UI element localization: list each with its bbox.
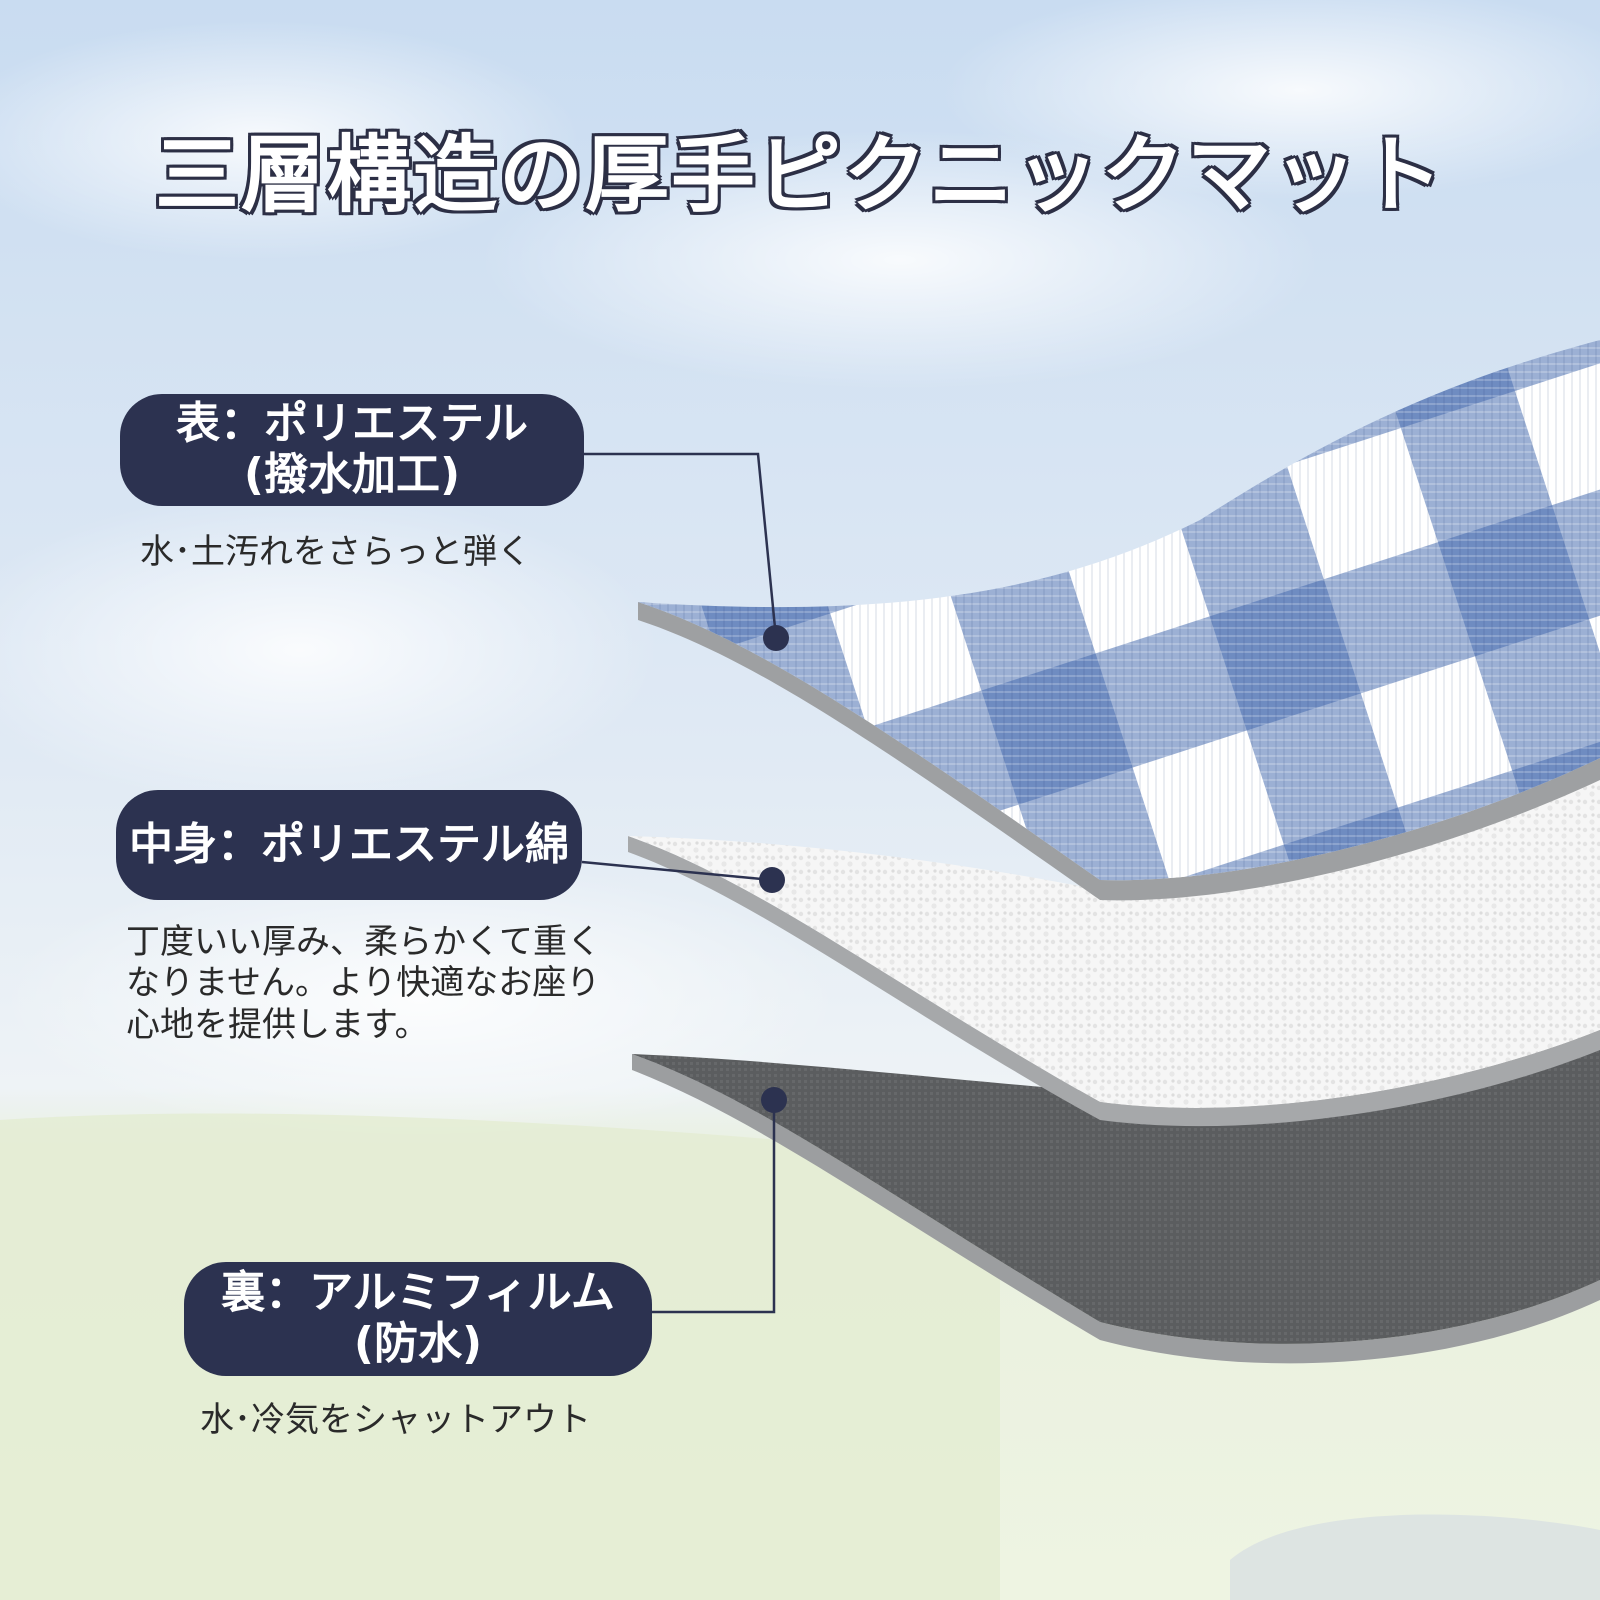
top-layer-label-line1: 表：ポリエステル <box>176 398 528 450</box>
leader-lines <box>581 452 778 1314</box>
marker-dot-middle <box>759 867 785 893</box>
bottom-layer-label-line1: 裏：アルミフィルム <box>221 1267 615 1319</box>
bottom-layer-description: 水･冷気をシャットアウト <box>200 1400 591 1440</box>
leader-line-bottom <box>652 1100 776 1314</box>
leader-line-middle <box>581 860 773 882</box>
marker-dot-top <box>763 625 789 651</box>
middle-layer-description: 丁度いい厚み、柔らかくて重くなりません。より快適なお座り心地を提供します。 <box>126 922 601 1045</box>
middle-layer-label: 中身：ポリエステル綿 <box>116 790 582 900</box>
gingham-layer <box>638 340 1600 901</box>
bottom-layer-label-line2: (防水) <box>353 1318 483 1369</box>
page-title: 三層構造の厚手ピクニックマット <box>154 126 1445 224</box>
top-layer-description: 水･土汚れをさらっと弾く <box>140 532 531 572</box>
marker-dot-bottom <box>761 1087 787 1113</box>
leader-line-top <box>584 452 778 639</box>
top-layer-label-line2: (撥水加工) <box>243 449 461 500</box>
bottom-layer-label: 裏：アルミフィルム (防水) <box>184 1262 652 1376</box>
top-layer-label: 表：ポリエステル (撥水加工) <box>120 394 584 506</box>
middle-layer-label-line1: 中身：ポリエステル綿 <box>129 818 569 870</box>
